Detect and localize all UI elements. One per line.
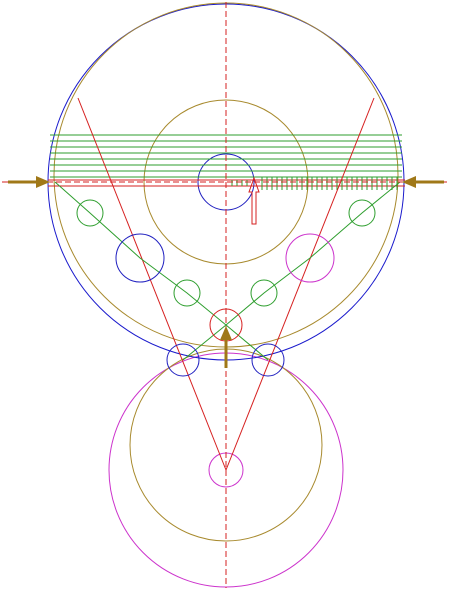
- left-lower-roller-circle: [166, 343, 200, 377]
- right-lower-roller-circle: [251, 343, 285, 377]
- left-force-arrow: [8, 176, 50, 188]
- red-v-lines: [77, 97, 375, 471]
- right-outer-pivot-circle: [348, 199, 376, 227]
- right-force-arrow: [402, 176, 444, 188]
- left-outer-pivot-circle: [76, 199, 104, 227]
- center-up-arrow: [220, 326, 232, 368]
- tick-marks: [231, 177, 398, 190]
- left-roller-circle: [115, 233, 165, 283]
- green-links: [54, 181, 401, 361]
- right-roller-circle: [285, 233, 335, 283]
- small-open-arrow: [248, 176, 260, 225]
- left-inner-pivot-circle: [173, 279, 201, 307]
- right-inner-pivot-circle: [250, 279, 278, 307]
